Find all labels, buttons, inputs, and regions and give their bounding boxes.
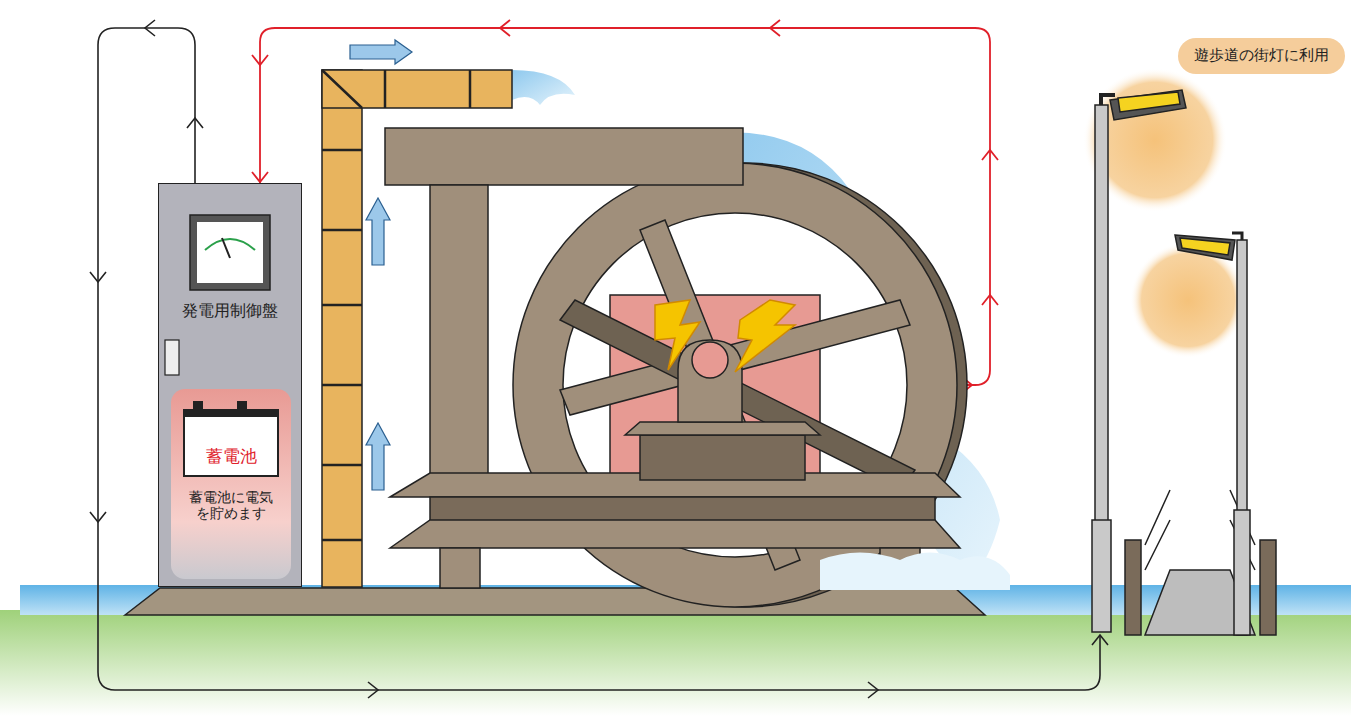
node-label: 発電用制御盤 [161, 302, 299, 320]
pill-label: 遊歩道の街灯に利用 [1194, 47, 1329, 64]
battery-icon [183, 409, 279, 477]
control-panel: 発電用制御盤蓄電池蓄電池に電気 を貯めます [158, 183, 302, 587]
battery-name: 蓄電池 [173, 447, 289, 467]
usage-pill: 遊歩道の街灯に利用 [1178, 38, 1345, 74]
battery-area: 蓄電池蓄電池に電気 を貯めます [171, 389, 291, 579]
battery-caption: 蓄電池に電気 を貯めます [173, 489, 289, 521]
battery-terminal [193, 401, 203, 409]
battery-terminal [237, 401, 247, 409]
